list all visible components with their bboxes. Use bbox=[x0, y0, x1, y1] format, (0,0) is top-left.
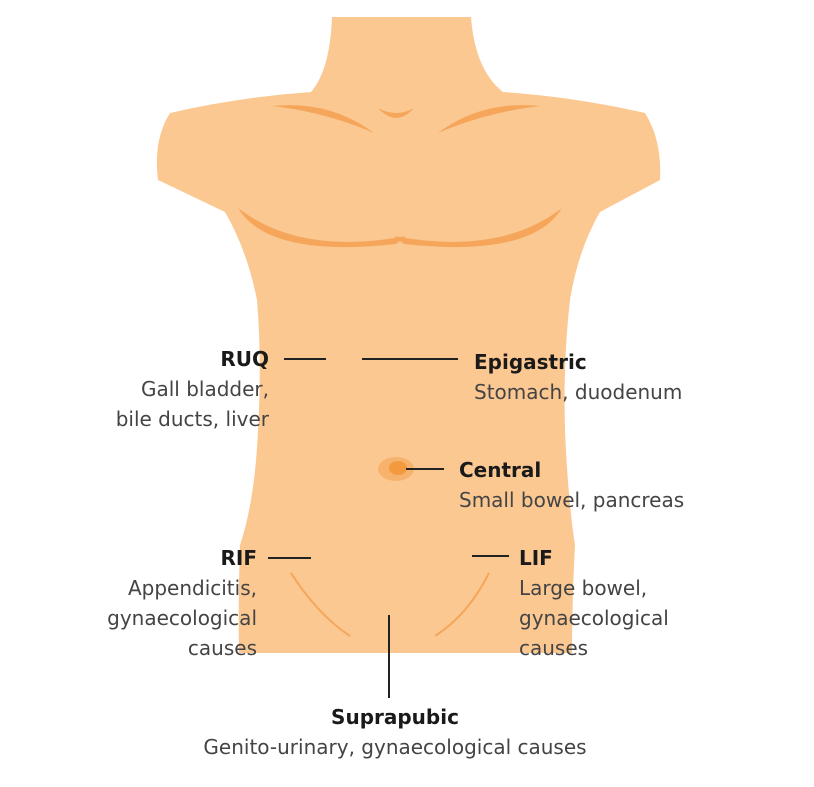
torso-shading bbox=[238, 105, 562, 637]
torso-body bbox=[156, 17, 661, 653]
epigastric-title: Epigastric bbox=[474, 350, 587, 374]
leader-lines bbox=[268, 358, 509, 698]
lif-description-line-2: gynaecological bbox=[519, 606, 669, 630]
right-collarbone bbox=[438, 105, 540, 133]
right-pectoral bbox=[394, 208, 562, 248]
right-groin-crease bbox=[434, 572, 490, 637]
left-pectoral bbox=[238, 208, 406, 248]
ruq-description-line-2: bile ducts, liver bbox=[115, 407, 269, 431]
lif-label: LIF Large bowel, gynaecological causes bbox=[519, 543, 669, 663]
epigastric-label: Epigastric Stomach, duodenum bbox=[474, 347, 682, 407]
suprapubic-title: Suprapubic bbox=[331, 705, 459, 729]
rif-description-line-3: causes bbox=[187, 636, 257, 660]
suprapubic-label: Suprapubic Genito-urinary, gynaecologica… bbox=[160, 702, 630, 762]
suprapubic-description: Genito-urinary, gynaecological causes bbox=[203, 735, 587, 759]
rif-description-line-1: Appendicitis, bbox=[127, 576, 257, 600]
central-label: Central Small bowel, pancreas bbox=[459, 455, 684, 515]
torso bbox=[156, 17, 661, 653]
lif-description-line-1: Large bowel, bbox=[519, 576, 648, 600]
navel-inner bbox=[389, 461, 407, 475]
ruq-description-line-1: Gall bladder, bbox=[140, 377, 269, 401]
central-title: Central bbox=[459, 458, 542, 482]
epigastric-description: Stomach, duodenum bbox=[474, 380, 683, 404]
left-groin-crease bbox=[290, 572, 351, 637]
rif-title: RIF bbox=[220, 546, 257, 570]
rif-description-line-2: gynaecological bbox=[107, 606, 257, 630]
lif-description-line-3: causes bbox=[519, 636, 589, 660]
ruq-label: RUQ Gall bladder, bile ducts, liver bbox=[116, 344, 269, 434]
rif-label: RIF Appendicitis, gynaecological causes bbox=[107, 543, 257, 663]
central-description: Small bowel, pancreas bbox=[459, 488, 685, 512]
ruq-title: RUQ bbox=[220, 347, 269, 371]
lif-title: LIF bbox=[519, 546, 553, 570]
left-collarbone bbox=[272, 105, 374, 133]
sternal-notch bbox=[378, 108, 414, 118]
